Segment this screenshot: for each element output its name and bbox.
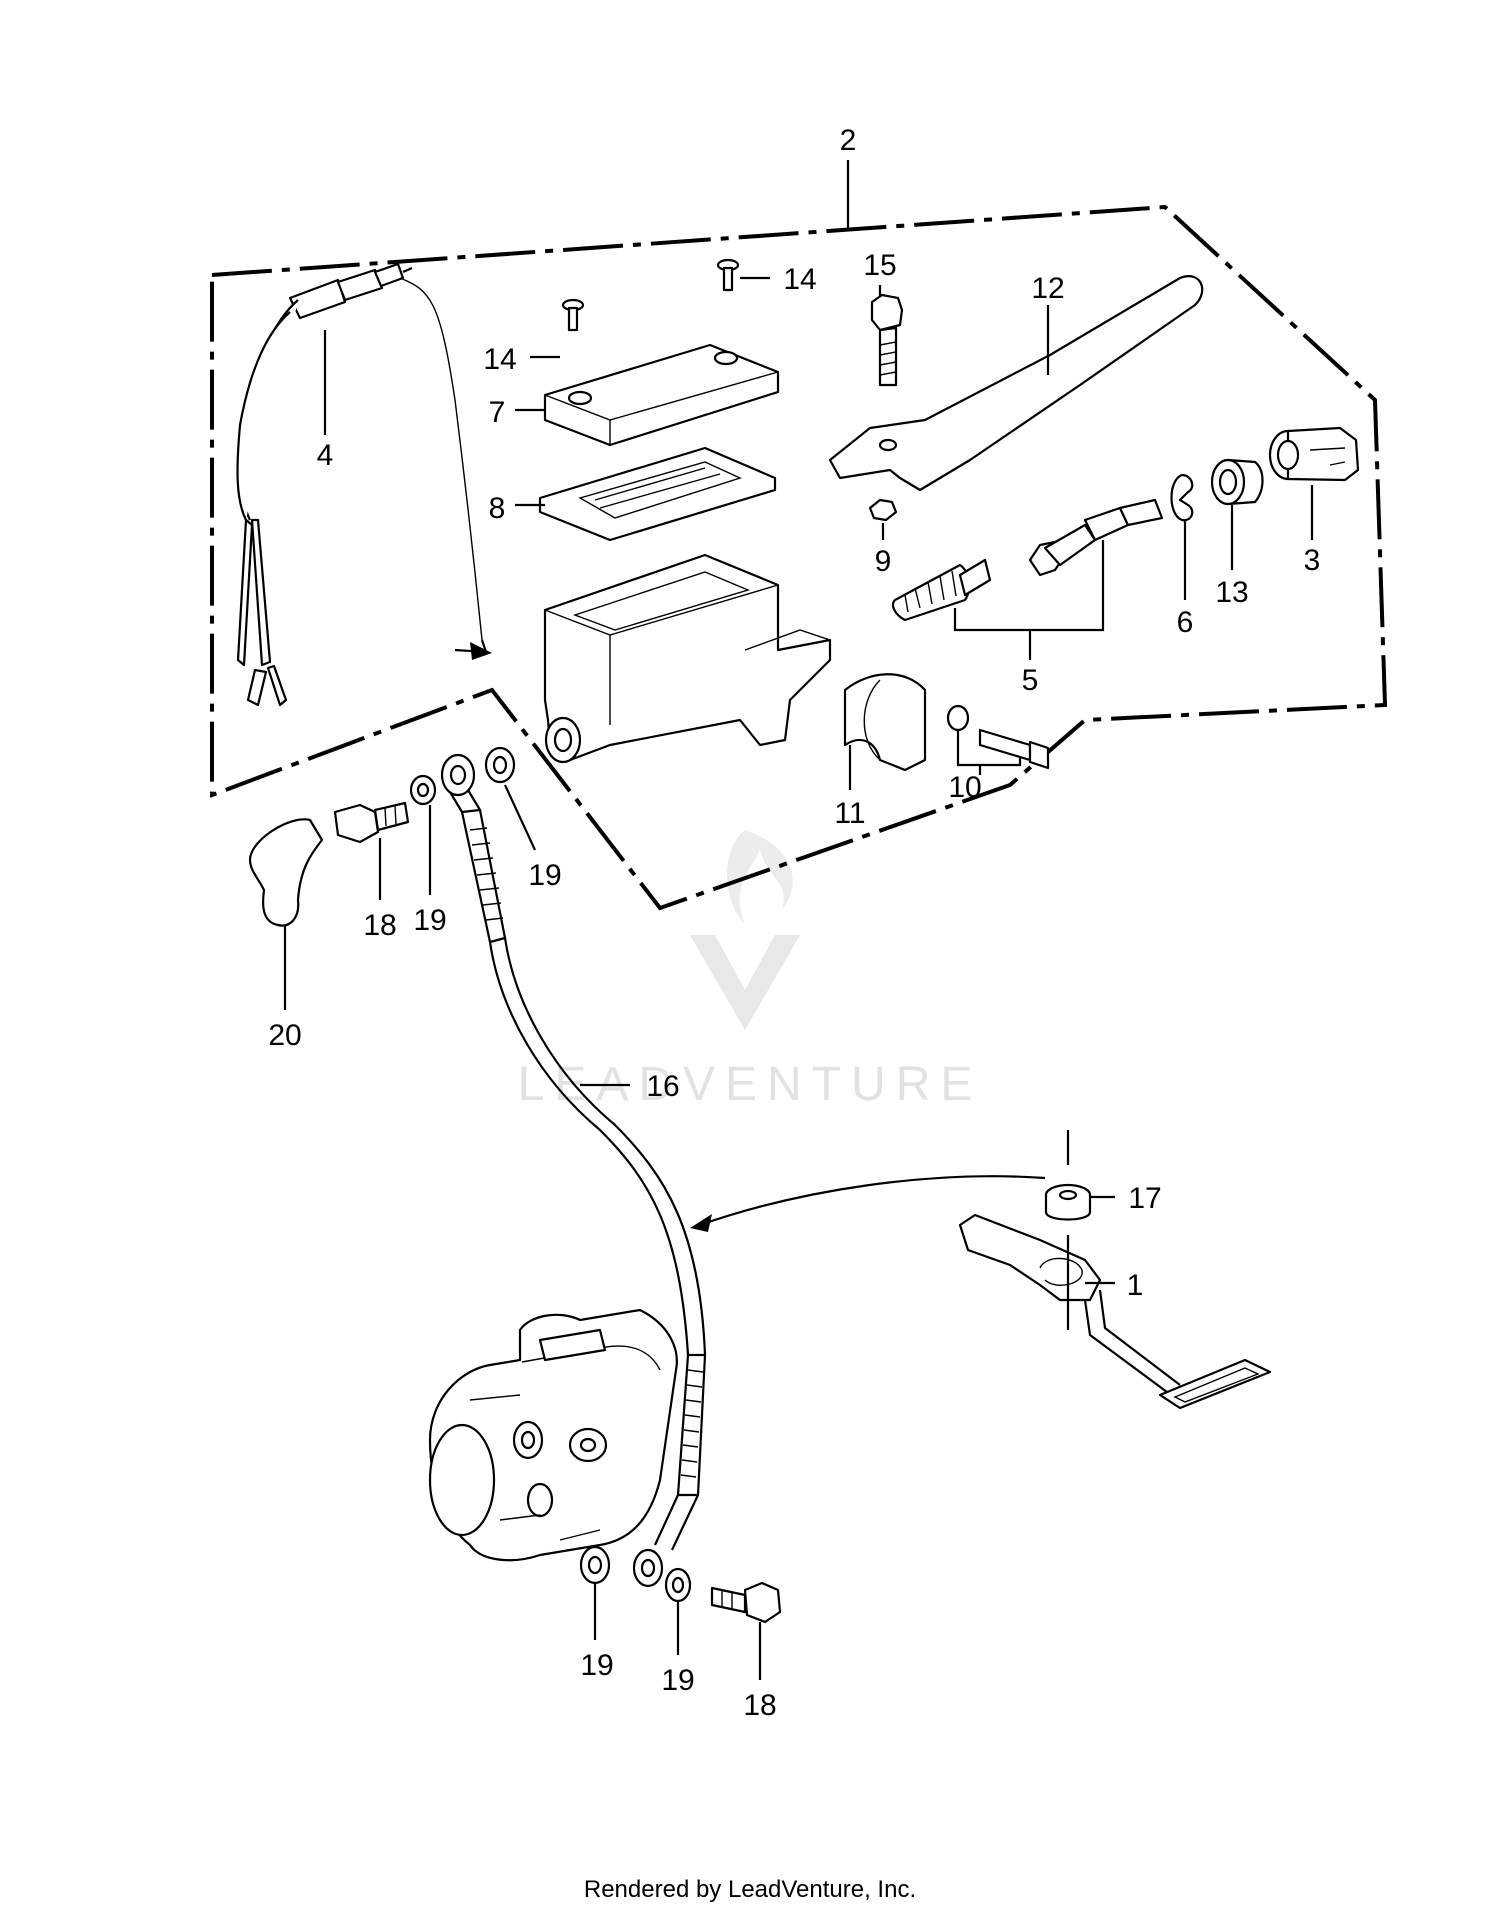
callout-19-lower-left: 19 [580,1649,613,1682]
banjo-cap [248,818,324,927]
handlebar-clamp [843,673,927,772]
brake-hose [440,753,707,1588]
callout-3: 3 [1304,544,1321,577]
assembly-boundary-outline [210,204,1388,911]
callout-17: 17 [1128,1182,1161,1215]
clamp-washer [946,704,970,732]
callout-8: 8 [489,492,506,525]
callout-1: 1 [1127,1269,1144,1302]
callout-13: 13 [1215,576,1248,609]
callout-5: 5 [1022,664,1039,697]
brake-light-switch [236,262,488,707]
brake-lever [828,275,1204,492]
brake-caliper [428,1308,678,1562]
lever-pivot-nut [868,498,898,522]
callout-14-right: 14 [783,263,816,296]
banjo-bolt-upper [333,801,410,844]
callout-9: 9 [875,545,892,578]
callout-11: 11 [834,797,865,830]
leadventure-watermark: LEADVENTURE [518,830,972,1111]
clamp-bolt [978,728,1050,770]
leader-lines [283,160,1314,1680]
lever-pivot-bolt [870,293,904,387]
grommet-locator-arrow [699,1175,1046,1227]
piston-washer [1210,458,1264,506]
callout-10: 10 [948,771,981,804]
callout-19-upper-left: 19 [413,904,446,937]
callout-4: 4 [317,439,334,472]
sealing-washer-lower-right [664,1567,692,1603]
sealing-washer-upper-right [484,746,516,784]
callout-18-upper: 18 [363,909,396,942]
screw-14-right [716,258,740,292]
piston-assembly [891,498,1164,622]
callout-20: 20 [268,1019,301,1052]
switch-arrow-head [470,642,492,660]
callout-15: 15 [863,249,896,282]
reservoir-cap [543,343,780,447]
hose-guide-bracket [958,1213,1272,1410]
screw-14-left [561,298,585,332]
footer-credit: Rendered by LeadVenture, Inc. [583,1876,917,1903]
callout-19-lower-right: 19 [661,1664,694,1697]
banjo-bolt-lower [710,1581,782,1624]
callout-12: 12 [1031,272,1064,305]
callout-6: 6 [1177,606,1194,639]
sealing-washer-upper-left [409,774,437,806]
piston-boot [1268,426,1360,482]
callout-18-lower: 18 [743,1689,776,1722]
callout-2: 2 [840,124,857,157]
callout-16: 16 [646,1070,679,1103]
grommet-arrow-head [690,1214,712,1232]
hose-grommet [1044,1130,1092,1221]
master-cylinder-body [543,553,832,764]
reservoir-diaphragm [538,446,777,542]
callout-labels: 2 4 14 14 15 12 7 8 9 3 13 6 5 11 10 18 … [268,124,1320,1722]
sealing-washer-lower-left [579,1545,611,1585]
callout-7: 7 [489,396,506,429]
circlip [1170,473,1194,522]
callout-14-left: 14 [483,343,516,376]
callout-19-upper-right: 19 [528,859,561,892]
